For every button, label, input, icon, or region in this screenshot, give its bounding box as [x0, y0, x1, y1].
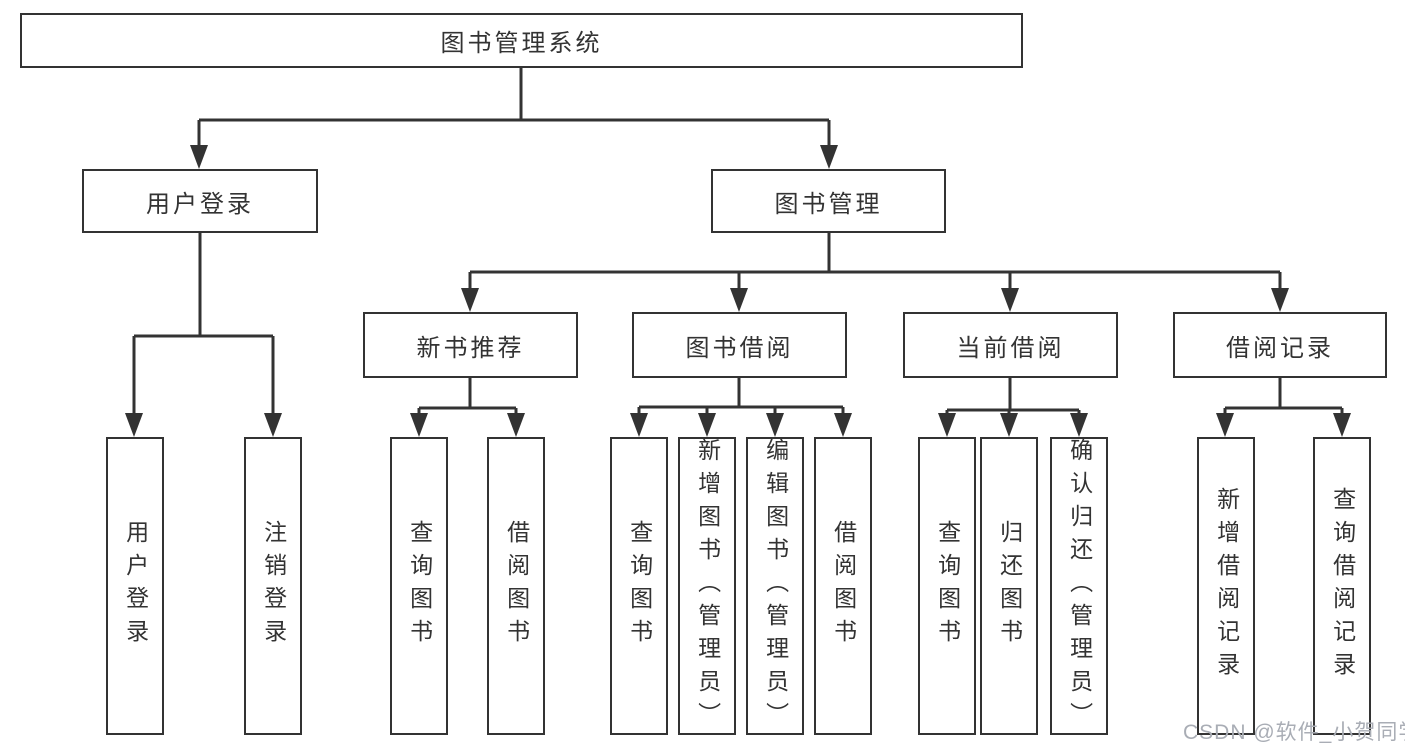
leaf-query-borrow-record: 查询借阅记录 [1313, 437, 1371, 735]
node-new-book-recommend-label: 新书推荐 [416, 334, 525, 362]
node-book-borrow: 图书借阅 [632, 312, 847, 378]
leaf-add-book-admin: 新增图书（管理员） [678, 437, 736, 735]
node-borrow-records: 借阅记录 [1173, 312, 1387, 378]
leaf-add-borrow-record-label: 新增借阅记录 [1213, 487, 1240, 685]
leaf-edit-book-admin: 编辑图书（管理员） [746, 437, 804, 735]
leaf-recommend-borrow-book: 借阅图书 [487, 437, 545, 735]
node-user-login-label: 用户登录 [146, 190, 254, 218]
node-new-book-recommend: 新书推荐 [363, 312, 578, 378]
leaf-logout: 注销登录 [244, 437, 302, 735]
node-book-borrow-label: 图书借阅 [685, 334, 794, 362]
node-user-login: 用户登录 [82, 169, 318, 233]
leaf-edit-book-admin-label: 编辑图书（管理员） [762, 437, 789, 735]
node-root-label: 图书管理系统 [440, 30, 603, 57]
leaf-return-book-label: 归还图书 [996, 520, 1023, 652]
leaf-user-login-label: 用户登录 [122, 520, 149, 652]
leaf-current-query-book: 查询图书 [918, 437, 976, 735]
leaf-recommend-query-book-label: 查询图书 [406, 520, 433, 652]
node-book-management: 图书管理 [711, 169, 946, 233]
node-book-management-label: 图书管理 [774, 190, 883, 218]
leaf-logout-label: 注销登录 [260, 520, 287, 652]
leaf-current-query-book-label: 查询图书 [934, 520, 961, 652]
csdn-watermark: CSDN @软件_小贺同学 [1183, 721, 1405, 744]
leaf-borrow-book-label: 借阅图书 [830, 520, 857, 652]
leaf-recommend-query-book: 查询图书 [390, 437, 448, 735]
leaf-add-book-admin-label: 新增图书（管理员） [694, 437, 721, 735]
leaf-confirm-return-admin: 确认归还（管理员） [1050, 437, 1108, 735]
leaf-return-book: 归还图书 [980, 437, 1038, 735]
leaf-confirm-return-admin-label: 确认归还（管理员） [1066, 437, 1093, 735]
node-root: 图书管理系统 [20, 13, 1023, 68]
node-borrow-records-label: 借阅记录 [1226, 334, 1334, 362]
leaf-borrow-query-book: 查询图书 [610, 437, 668, 735]
leaf-recommend-borrow-book-label: 借阅图书 [503, 520, 530, 652]
node-current-borrow-label: 当前借阅 [956, 334, 1065, 362]
leaf-add-borrow-record: 新增借阅记录 [1197, 437, 1255, 735]
leaf-user-login: 用户登录 [106, 437, 164, 735]
leaf-borrow-query-book-label: 查询图书 [626, 520, 653, 652]
leaf-borrow-book: 借阅图书 [814, 437, 872, 735]
leaf-query-borrow-record-label: 查询借阅记录 [1329, 487, 1356, 685]
node-current-borrow: 当前借阅 [903, 312, 1118, 378]
